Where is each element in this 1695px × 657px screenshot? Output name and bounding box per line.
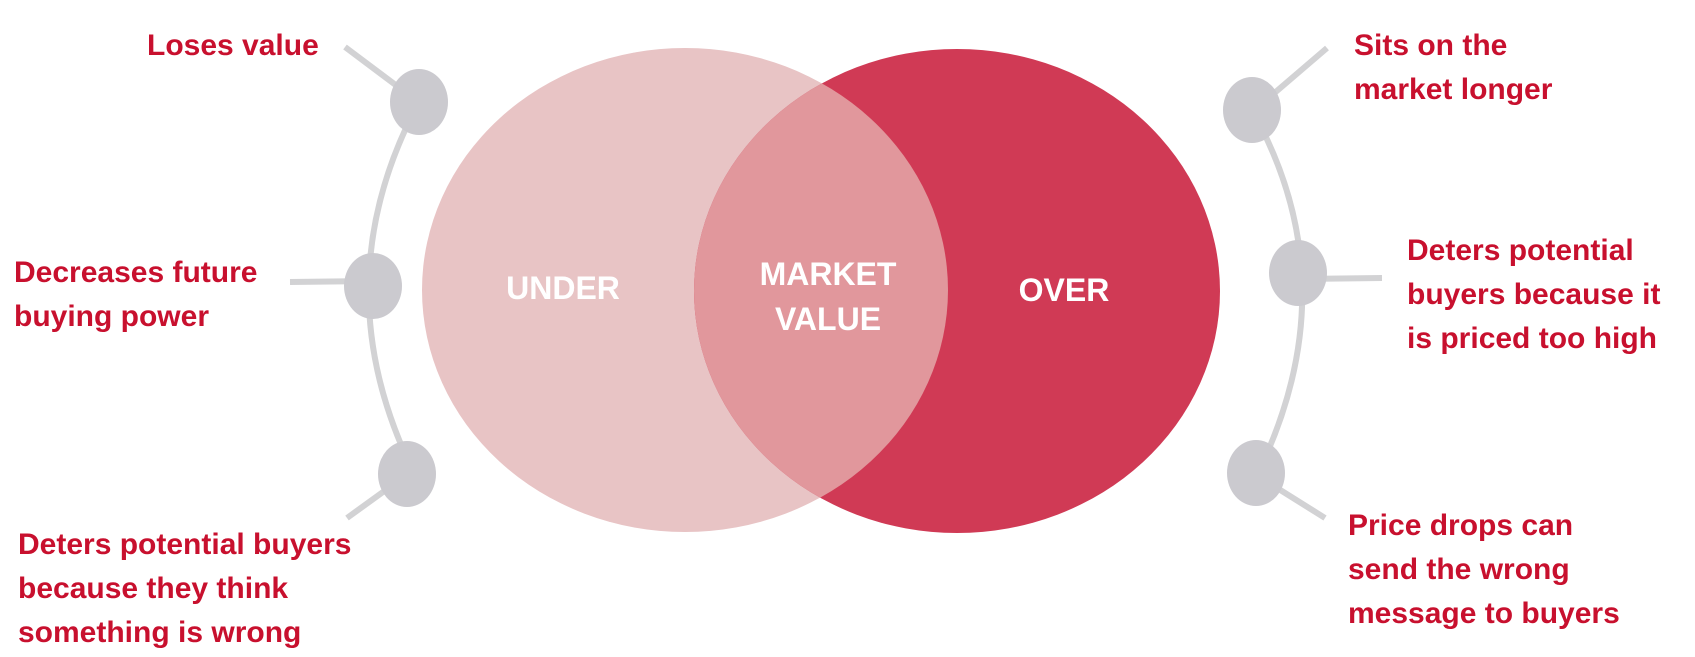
market-value-label-line2: VALUE: [775, 301, 881, 337]
right-node-1: [1223, 77, 1281, 143]
market-value-label-line1: MARKET: [760, 256, 897, 292]
over-label: OVER: [1019, 272, 1110, 308]
right-node-2: [1269, 240, 1327, 306]
right-point-priced-too-high: Deters potential buyers because it is pr…: [1407, 234, 1661, 355]
right-node-3: [1227, 440, 1285, 506]
under-label: UNDER: [506, 270, 620, 306]
left-node-3: [378, 441, 436, 507]
overlap-region: [694, 49, 948, 532]
left-node-1: [390, 69, 448, 135]
left-point-loses-value: Loses value: [147, 29, 319, 62]
left-point-decreases-buying-power: Decreases future buying power: [14, 256, 258, 333]
left-point-deters-buyers-wrong: Deters potential buyers because they thi…: [18, 528, 352, 649]
left-node-2: [344, 253, 402, 319]
right-point-price-drops: Price drops can send the wrong message t…: [1348, 509, 1620, 630]
right-point-sits-longer: Sits on the market longer: [1354, 29, 1553, 106]
